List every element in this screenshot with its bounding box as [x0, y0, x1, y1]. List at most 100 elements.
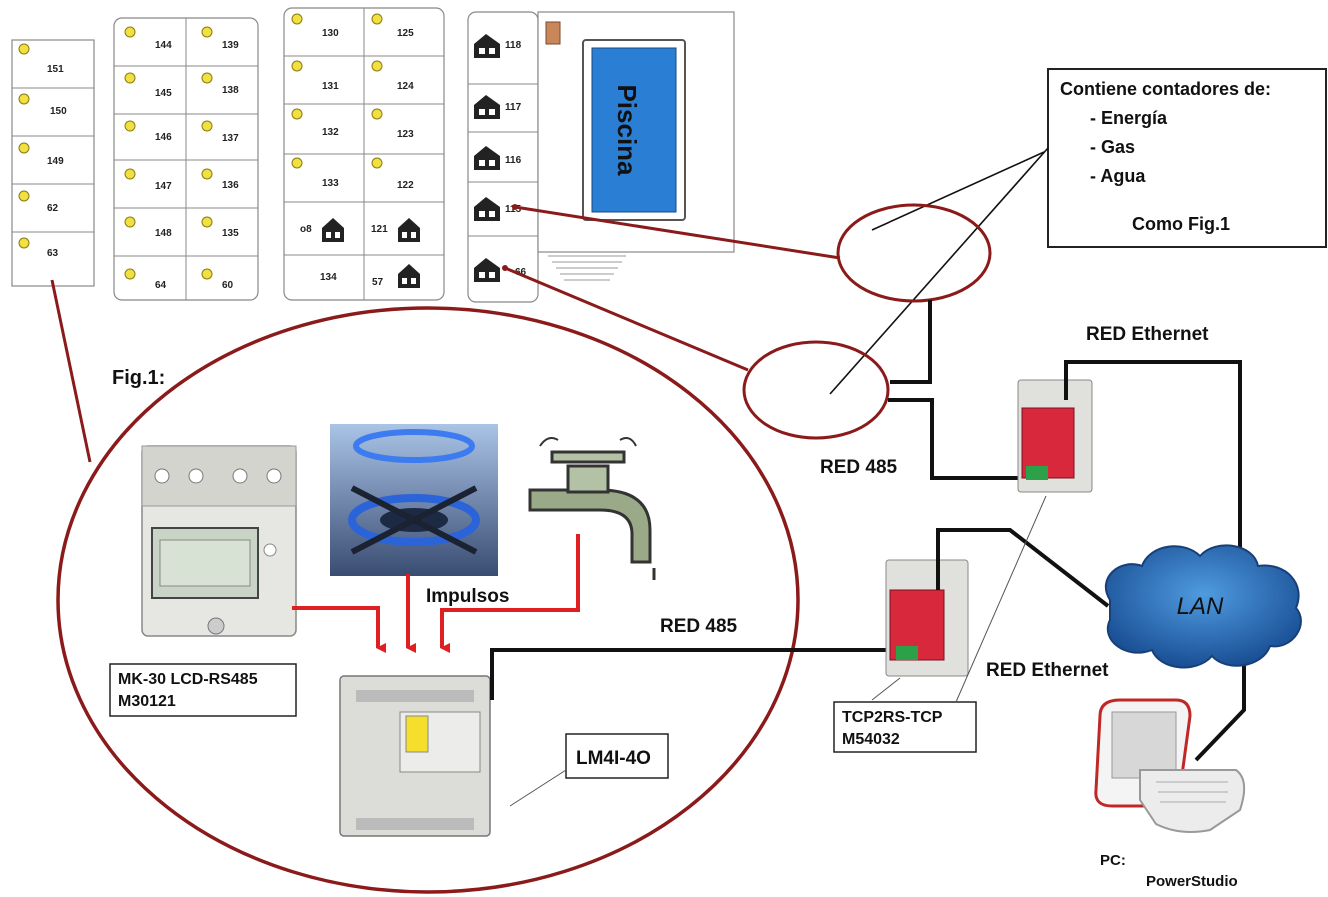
unit-number: 60 [222, 280, 234, 291]
unit-number: 148 [155, 228, 172, 239]
lm4i-device [339, 675, 491, 837]
impulsos-label: Impulsos [426, 586, 509, 607]
lamp-icon [201, 268, 213, 280]
callout-line [829, 147, 1049, 395]
unit-number: 144 [155, 40, 172, 51]
water-tap-image [528, 437, 656, 580]
lamp-icon [201, 216, 213, 228]
meters-item-water: - Agua [1090, 166, 1146, 186]
meters-item-energy: - Energía [1090, 108, 1168, 128]
unit-connector [514, 205, 841, 260]
unit-number: 118 [505, 40, 522, 51]
lamp-icon [371, 157, 383, 169]
lamp-icon [201, 120, 213, 132]
unit-number: 122 [397, 180, 414, 191]
unit-number: 117 [505, 102, 522, 113]
unit-number: 139 [222, 40, 239, 51]
converter-device-bottom [885, 559, 969, 677]
lamp-icon [291, 157, 303, 169]
red485-outer-label: RED 485 [820, 457, 898, 478]
house-icon [398, 218, 420, 242]
unit-number: 123 [397, 129, 414, 140]
tcp2rs-code: M54032 [842, 731, 900, 748]
lamp-icon [18, 237, 30, 249]
lamp-icon [18, 190, 30, 202]
lamp-icon [201, 72, 213, 84]
building-block-1: 151 150 149 62 63 [11, 39, 95, 287]
energy-meter-device [141, 445, 297, 637]
lan-cloud: LAN [1104, 544, 1302, 669]
unit-number: 130 [322, 28, 339, 39]
lamp-icon [18, 93, 30, 105]
pool-label: Piscina [612, 84, 642, 176]
unit-number: 66 [515, 267, 527, 278]
unit-number: 133 [322, 178, 339, 189]
unit-number: 138 [222, 85, 239, 96]
mk30-label-box: MK-30 LCD-RS485 M30121 [109, 663, 297, 717]
building-block-4: 118 117 116 115 66 [467, 11, 539, 303]
unit-number: 131 [322, 81, 339, 92]
unit-connector [50, 279, 92, 463]
callout-line [509, 769, 567, 807]
unit-number: 136 [222, 180, 239, 191]
lamp-icon [201, 168, 213, 180]
lamp-icon [124, 26, 136, 38]
converter-device-top [1017, 379, 1093, 493]
unit-number: 62 [47, 203, 59, 214]
mk30-model: MK-30 LCD-RS485 [118, 671, 258, 688]
callout-line [871, 677, 901, 701]
rs485-wiring [888, 300, 1030, 480]
red-ethernet-bottom-label: RED Ethernet [986, 660, 1109, 681]
red485-inner-label: RED 485 [660, 616, 738, 637]
unit-number: o8 [300, 224, 312, 235]
house-icon [474, 95, 500, 119]
lamp-icon [18, 142, 30, 154]
ethernet-wiring [936, 360, 1246, 762]
meter-group-ellipse [836, 203, 992, 303]
lamp-icon [371, 108, 383, 120]
house-icon [474, 34, 500, 58]
pc-label: PC: [1100, 852, 1126, 869]
house-icon [474, 146, 500, 170]
gas-burner-image [330, 424, 498, 576]
lamp-icon [124, 120, 136, 132]
house-icon [398, 264, 420, 288]
unit-number: 151 [47, 64, 64, 75]
lan-label: LAN [1177, 593, 1224, 620]
unit-connector [504, 266, 749, 372]
lamp-icon [291, 13, 303, 25]
house-icon [322, 218, 344, 242]
pool-steps [548, 255, 626, 281]
lamp-icon [18, 43, 30, 55]
red485-bus [490, 648, 890, 700]
meter-group-ellipse [742, 340, 890, 440]
meters-info-box: Contiene contadores de: - Energía - Gas … [1047, 68, 1327, 248]
pc-software-label: PowerStudio [1146, 873, 1238, 890]
unit-number: 134 [320, 272, 337, 283]
house-icon [474, 258, 500, 282]
lamp-icon [291, 108, 303, 120]
unit-number: 135 [222, 228, 239, 239]
unit-number: 145 [155, 88, 172, 99]
lamp-icon [371, 13, 383, 25]
impulse-lines [292, 534, 580, 653]
unit-number: 115 [505, 204, 522, 215]
fig1-label: Fig.1: [112, 367, 165, 389]
lamp-icon [201, 26, 213, 38]
lm4i-label-box: LM4I-4O [565, 733, 669, 779]
lm4i-model: LM4I-4O [576, 748, 651, 769]
unit-number: 132 [322, 127, 339, 138]
lamp-icon [291, 60, 303, 72]
meters-box-footer: Como Fig.1 [1132, 214, 1230, 234]
lamp-icon [371, 60, 383, 72]
unit-number: 124 [397, 81, 414, 92]
unit-number: 149 [47, 156, 64, 167]
unit-number: 150 [50, 106, 67, 117]
meters-box-title: Contiene contadores de: [1060, 79, 1271, 99]
laptop-icon [1094, 698, 1246, 833]
tcp2rs-model: TCP2RS-TCP [842, 709, 943, 726]
lamp-icon [124, 268, 136, 280]
unit-number: 137 [222, 133, 239, 144]
callout-line [955, 495, 1047, 703]
tcp2rs-label-box: TCP2RS-TCP M54032 [833, 701, 977, 753]
